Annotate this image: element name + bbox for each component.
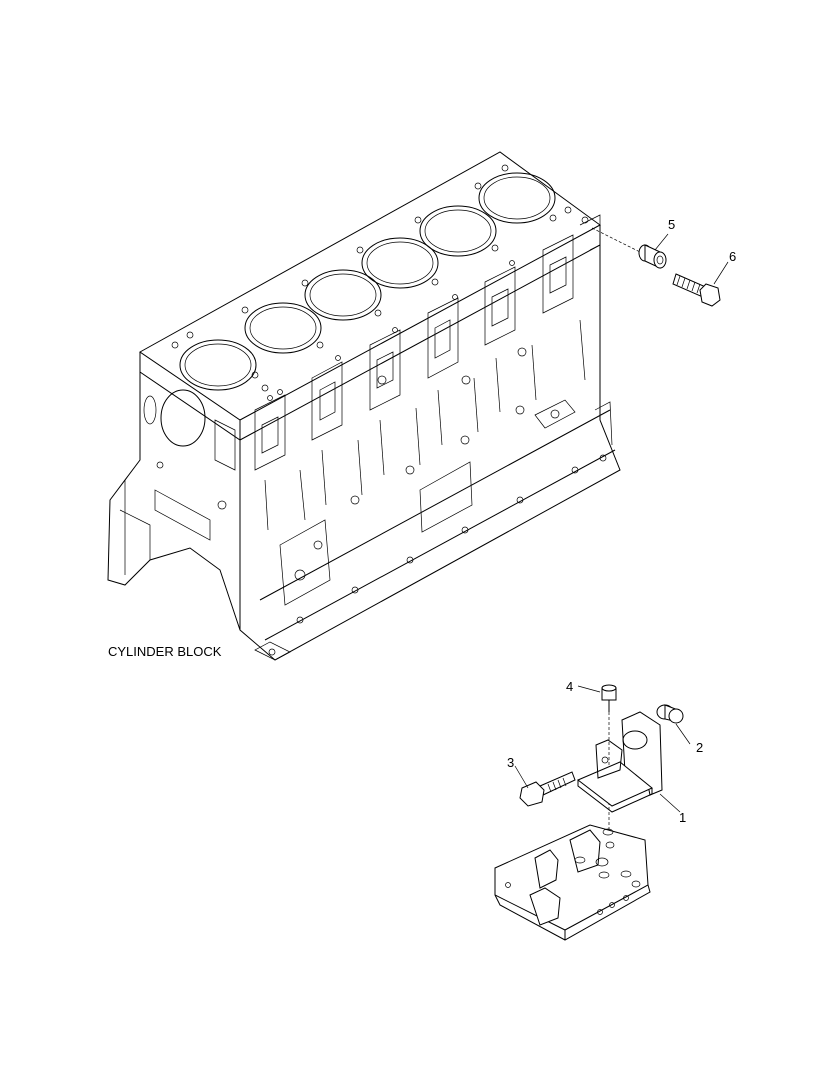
part-5-bushing [638,244,667,269]
part-3-bolt [519,771,576,807]
callout-4: 4 [566,679,573,694]
part-1-bracket [577,711,663,813]
callout-6: 6 [729,249,736,264]
cylinder-block-illustration [107,151,621,661]
callout-5: 5 [668,217,675,232]
callout-1: 1 [679,810,686,825]
part-4-screw [601,684,617,712]
caption-cylinder-block: CYLINDER BLOCK [108,644,222,659]
callout-3: 3 [507,755,514,770]
part-2-spacer [656,704,684,724]
callout-2: 2 [696,740,703,755]
part-6-bolt [672,273,721,307]
base-mount-illustration [494,824,651,941]
